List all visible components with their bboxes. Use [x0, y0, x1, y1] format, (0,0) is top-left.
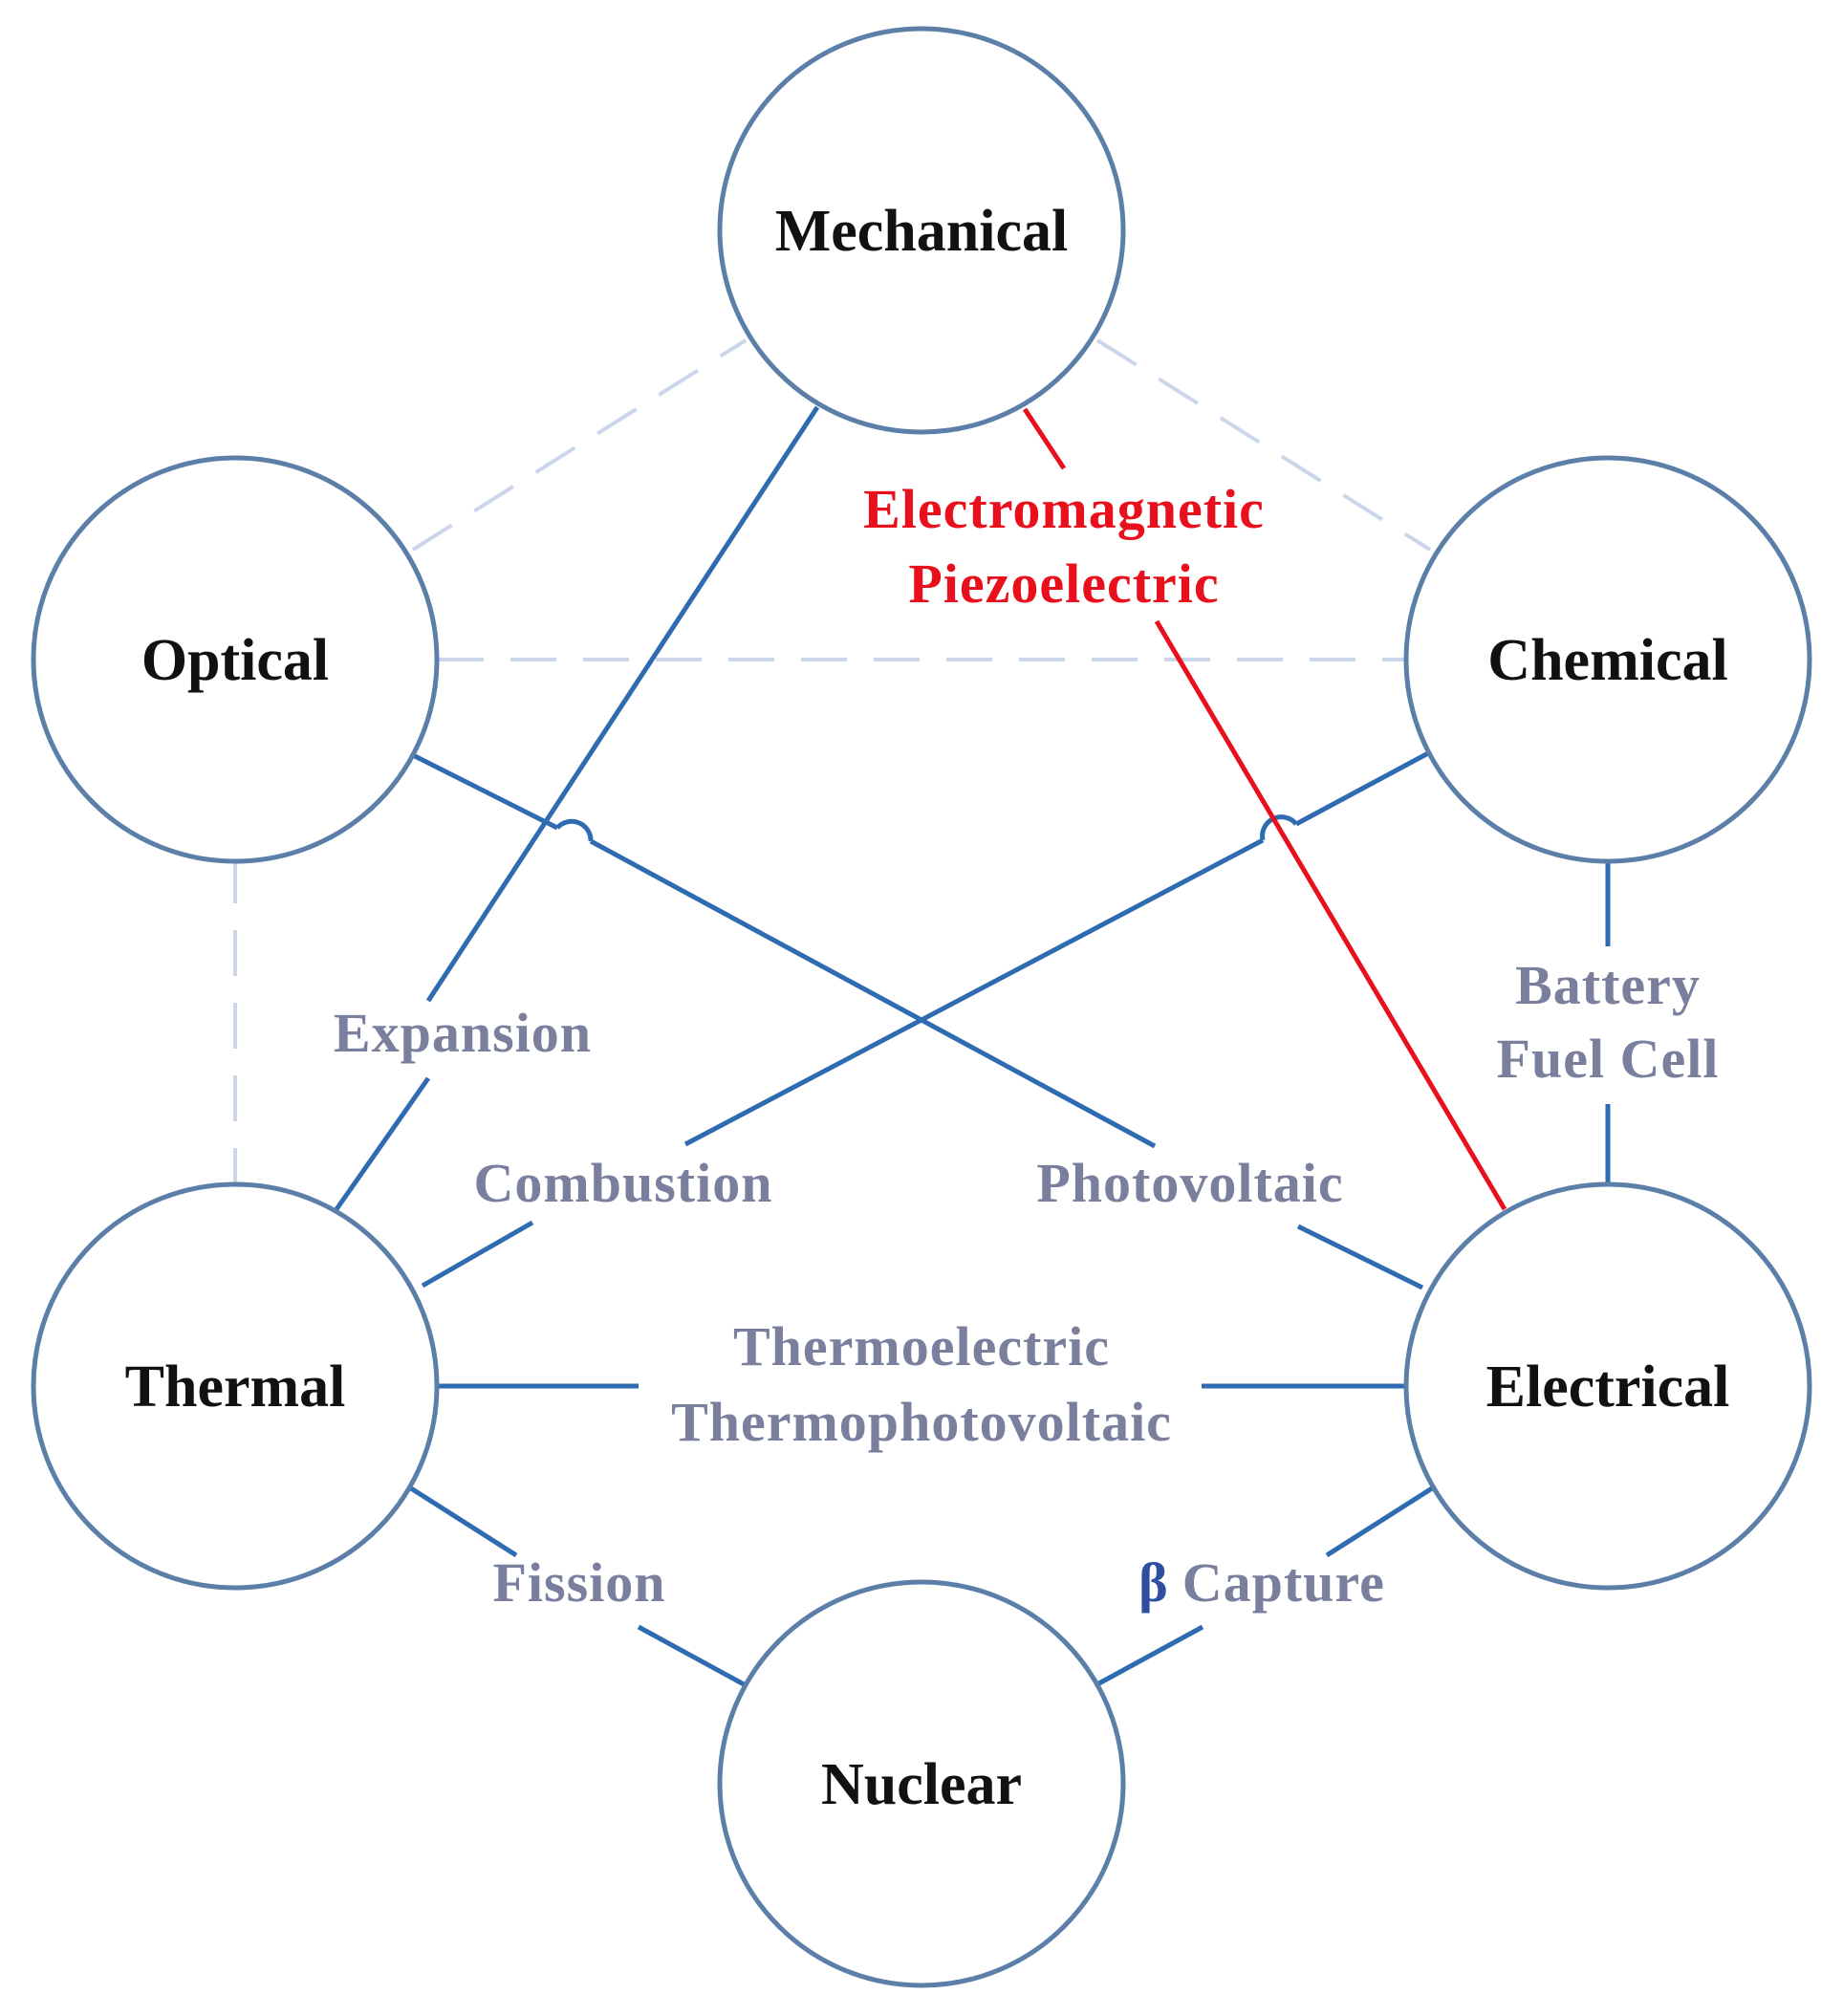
link-mechanical-thermal	[425, 405, 820, 1003]
label-battery: Battery	[1515, 954, 1701, 1016]
link-optical-electrical	[411, 752, 559, 831]
node-mechanical: Mechanical	[717, 26, 1126, 435]
label-fission: Fission	[492, 1551, 665, 1614]
node-thermal-circle	[31, 1181, 440, 1591]
node-electrical-label: Electrical	[1486, 1355, 1730, 1420]
label-electromagnetic: Electromagnetic	[863, 478, 1265, 540]
link-mechanical-chemical	[1095, 338, 1432, 552]
link-labels: Electromagnetic Piezoelectric Expansion …	[334, 478, 1720, 1614]
node-mechanical-label: Mechanical	[775, 199, 1069, 264]
link-chemical-thermal-lower	[421, 1220, 534, 1289]
node-thermal-label: Thermal	[125, 1355, 346, 1420]
link-optical-electrical-mid	[589, 838, 1157, 1149]
label-fuel-cell: Fuel Cell	[1497, 1028, 1720, 1090]
node-nuclear-circle	[717, 1579, 1126, 1988]
node-nuclear-label: Nuclear	[821, 1752, 1022, 1817]
link-mechanical-electrical-upper	[1022, 407, 1067, 470]
label-photovoltaic: Photovoltaic	[1036, 1152, 1343, 1214]
node-thermal: Thermal	[31, 1181, 440, 1591]
link-thermal-nuclear-upper	[409, 1485, 518, 1558]
label-piezoelectric: Piezoelectric	[908, 553, 1219, 615]
link-chemical-thermal-mid	[683, 837, 1265, 1147]
node-chemical: Chemical	[1403, 455, 1812, 864]
node-mechanical-circle	[717, 26, 1126, 435]
link-thermal-nuclear-lower	[637, 1624, 746, 1687]
node-chemical-circle	[1403, 455, 1812, 864]
node-nuclear: Nuclear	[717, 1579, 1126, 1988]
link-chemical-thermal	[1294, 750, 1430, 827]
label-capture: Capture	[1182, 1551, 1385, 1614]
node-electrical-circle	[1403, 1181, 1812, 1591]
node-chemical-label: Chemical	[1487, 628, 1727, 693]
node-optical-circle	[31, 455, 440, 864]
label-thermophotovoltaic: Thermophotovoltaic	[671, 1391, 1172, 1453]
link-nuclear-electrical-upper	[1325, 1485, 1434, 1558]
label-expansion: Expansion	[334, 1002, 592, 1064]
node-electrical: Electrical	[1403, 1181, 1812, 1591]
link-mechanical-electrical-lower	[1154, 619, 1507, 1211]
node-optical: Optical	[31, 455, 440, 864]
label-beta-symbol: β	[1138, 1551, 1169, 1614]
link-optical-electrical-lower	[1296, 1224, 1424, 1290]
link-mechanical-thermal-lower	[334, 1076, 431, 1211]
link-optical-mechanical	[411, 338, 748, 552]
link-optical-electrical-bridge	[555, 818, 594, 842]
link-nuclear-electrical-lower	[1095, 1624, 1204, 1687]
dashed-links	[233, 338, 1432, 1186]
label-thermoelectric: Thermoelectric	[733, 1315, 1110, 1377]
label-combustion: Combustion	[474, 1152, 773, 1214]
red-link	[1022, 407, 1507, 1211]
node-optical-label: Optical	[141, 628, 329, 693]
